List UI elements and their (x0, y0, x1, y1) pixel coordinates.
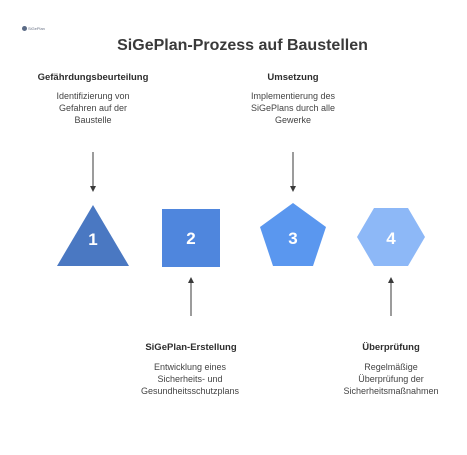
step-4-description-line: Überprüfung der (358, 374, 424, 384)
step-1-description-line: Baustelle (74, 115, 112, 125)
arrow-step-1 (90, 152, 96, 192)
step-3-shape: 3 (260, 203, 326, 266)
step-4-number: 4 (386, 229, 396, 248)
pentagon-shape (260, 203, 326, 266)
step-3-description: Implementierung des SiGePlans durch alle… (228, 90, 358, 126)
step-2-shape: 2 (162, 209, 220, 267)
step-1-number: 1 (88, 230, 97, 249)
triangle-shape (57, 205, 129, 266)
logo: SiGePlan (22, 25, 45, 33)
step-1-description: Identifizierung von Gefahren auf der Bau… (28, 90, 158, 126)
diagram-title: SiGePlan-Prozess auf Baustellen (117, 37, 368, 54)
step-2-number: 2 (186, 229, 195, 248)
arrow-step-4 (388, 277, 394, 316)
step-2-description: Entwicklung eines Sicherheits- und Gesun… (125, 361, 255, 397)
hexagon-shape (357, 208, 425, 266)
step-1-description-line: Gefahren auf der (58, 103, 128, 113)
step-3-description-line: SiGePlans durch alle (250, 103, 336, 113)
step-4-description-line: Regelmäßige (364, 362, 418, 372)
step-4-description-line: Sicherheitsmaßnahmen (343, 386, 439, 396)
step-1-shape: 1 (57, 205, 129, 266)
arrow-step-2 (188, 277, 194, 316)
step-3-description-line: Implementierung des (250, 91, 336, 101)
square-shape (162, 209, 220, 267)
step-1-description-line: Identifizierung von (56, 91, 130, 101)
step-2-title: SiGePlan-Erstellung (145, 342, 237, 353)
step-2-description-line: Gesundheitsschutzplans (140, 386, 240, 396)
step-2-description-line: Sicherheits- und (157, 374, 223, 384)
step-2-description-line: Entwicklung eines (153, 362, 227, 372)
step-3-description-line: Gewerke (274, 115, 311, 125)
step-3-title: Umsetzung (267, 72, 319, 83)
step-3-number: 3 (288, 229, 297, 248)
step-4-description: Regelmäßige Überprüfung der Sicherheitsm… (326, 361, 456, 397)
logo-text: SiGePlan (28, 26, 45, 31)
step-1-title: Gefährdungsbeurteilung (37, 72, 149, 83)
step-4-shape: 4 (357, 208, 425, 266)
arrow-step-3 (290, 152, 296, 192)
step-4-title: Überprüfung (362, 342, 420, 353)
logo-icon (22, 26, 27, 31)
